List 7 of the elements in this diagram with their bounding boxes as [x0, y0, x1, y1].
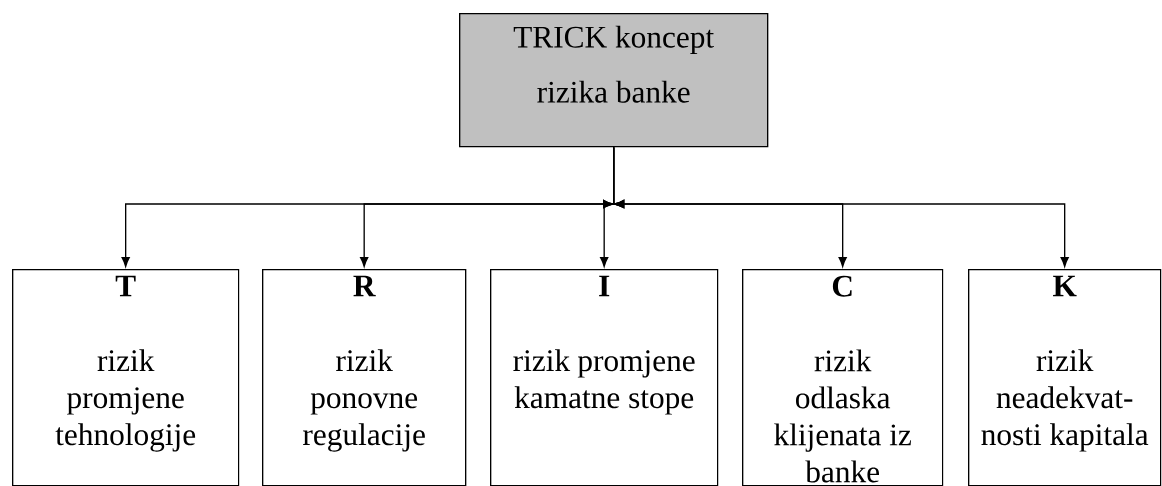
risk-box: K rizik neadekvat- nosti kapitala: [968, 269, 1162, 486]
concept-box: TRICK koncept rizika banke: [459, 13, 769, 148]
risk-box: R rizik ponovne regulacije: [262, 269, 467, 486]
risk-box: C rizik odlaska klijenata iz banke: [742, 269, 944, 486]
risk-box: I rizik promjene kamatne stope: [490, 269, 719, 486]
arrow: [603, 146, 1069, 267]
risk-box: T rizik promjene tehnologije: [12, 269, 240, 486]
